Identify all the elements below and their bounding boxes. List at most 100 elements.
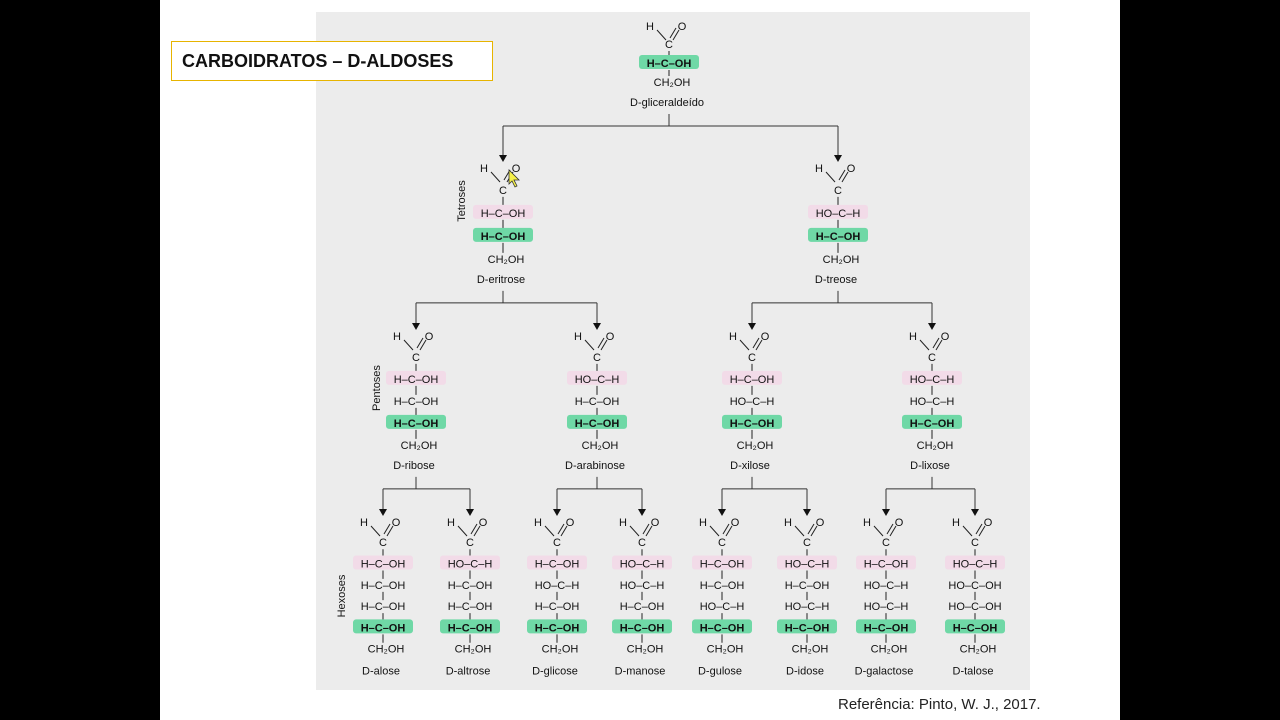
- arrow-head: [928, 323, 936, 330]
- highlight-new-carbon: [440, 555, 500, 570]
- carbonyl-carbon: C: [718, 537, 726, 549]
- stereocenter-row: H–C–OH: [575, 396, 620, 408]
- aldehyde-o: O: [678, 21, 687, 33]
- ch2oh-group: CH₂OH: [823, 254, 860, 266]
- carbonyl-carbon: C: [593, 352, 601, 364]
- highlight-new-carbon: [612, 555, 672, 570]
- stereocenter-row: H–C–OH: [620, 601, 665, 613]
- aldehyde-h: H: [534, 517, 542, 529]
- highlight-configuration-carbon: [945, 619, 1005, 634]
- stereocenter-row: H–C–OH: [394, 418, 439, 430]
- highlight-configuration-carbon: [722, 414, 782, 429]
- carbonyl-carbon: C: [834, 185, 842, 197]
- stereocenter-row: HO–C–H: [700, 601, 745, 613]
- sugar-name-ribose: D-ribose: [393, 460, 435, 472]
- sugar-name-treose: D-treose: [815, 274, 857, 286]
- highlight-new-carbon: [473, 204, 533, 219]
- stereocenter-row: HO–C–H: [816, 208, 861, 220]
- aldehyde-o: O: [566, 517, 575, 529]
- stereocenter-row: HO–C–OH: [948, 601, 1001, 613]
- stereocenter-row: HO–C–H: [864, 580, 909, 592]
- carbonyl-carbon: C: [379, 537, 387, 549]
- ch2oh-group: CH₂OH: [871, 644, 908, 656]
- aldehyde-h: H: [729, 331, 737, 343]
- branch-ribose: [379, 476, 474, 516]
- category-label-pentoses: Pentoses: [371, 365, 383, 411]
- arrow-head: [638, 509, 646, 516]
- stereocenter-row: HO–C–H: [535, 580, 580, 592]
- aldehyde-h: H: [360, 517, 368, 529]
- carbonyl-carbon: C: [638, 537, 646, 549]
- arrow-head: [466, 509, 474, 516]
- stereocenter-row: HO–C–H: [953, 559, 998, 571]
- aldehyde-h: H: [574, 331, 582, 343]
- highlight-new-carbon: [567, 370, 627, 385]
- highlight-new-carbon: [777, 555, 837, 570]
- carbonyl-carbon: C: [466, 537, 474, 549]
- sugar-name-gliceraldeido: D-gliceraldeído: [630, 97, 704, 109]
- ch2oh-group: CH₂OH: [368, 644, 405, 656]
- arrow-head: [971, 509, 979, 516]
- sugar-name-alose: D-alose: [362, 666, 400, 678]
- aldehyde-o: O: [392, 517, 401, 529]
- sugar-name-lixose: D-lixose: [910, 460, 950, 472]
- carbonyl-carbon: C: [499, 185, 507, 197]
- stereocenter-row: H–C–OH: [361, 622, 406, 634]
- branch-gliceraldeido: [499, 114, 842, 162]
- sugar-name-eritrose: D-eritrose: [477, 274, 525, 286]
- aldehyde-o: O: [941, 331, 950, 343]
- carbonyl-carbon: C: [928, 352, 936, 364]
- stereocenter-row: H–C–OH: [394, 374, 439, 386]
- carbonyl-carbon: C: [748, 352, 756, 364]
- aldehyde-o: O: [984, 517, 993, 529]
- highlight-configuration-carbon: [527, 619, 587, 634]
- arrow-head: [718, 509, 726, 516]
- highlight-new-carbon: [945, 555, 1005, 570]
- stereocenter-row: HO–C–H: [730, 396, 775, 408]
- stereocenter-row: H–C–OH: [730, 374, 775, 386]
- aldehyde-o: O: [847, 163, 856, 175]
- carbonyl-carbon: C: [665, 39, 673, 51]
- stereocenter-row: HO–C–H: [620, 559, 665, 571]
- stereocenter-row: HO–C–H: [448, 559, 493, 571]
- mouse-cursor-icon: [508, 169, 520, 188]
- stereocenter-row: H–C–OH: [700, 622, 745, 634]
- reference-text: Referência: Pinto, W. J., 2017.: [838, 696, 1041, 713]
- ch2oh-group: CH₂OH: [707, 644, 744, 656]
- stereocenter-row: HO–C–H: [620, 580, 665, 592]
- carbonyl-carbon: C: [412, 352, 420, 364]
- carbonyl-carbon: C: [971, 537, 979, 549]
- stereocenter-row: HO–C–H: [910, 374, 955, 386]
- arrow-head: [882, 509, 890, 516]
- aldehyde-o: O: [895, 517, 904, 529]
- ch2oh-group: CH₂OH: [582, 440, 619, 452]
- highlight-new-carbon: [527, 555, 587, 570]
- sugar-name-manose: D-manose: [615, 666, 666, 678]
- aldehyde-o: O: [425, 331, 434, 343]
- stereocenter-row: H–C–OH: [535, 622, 580, 634]
- branch-eritrose: [412, 290, 601, 330]
- highlight-configuration-carbon: [440, 619, 500, 634]
- highlight-configuration-carbon: [692, 619, 752, 634]
- branch-arabinose: [553, 476, 646, 516]
- aldehyde-o: O: [651, 517, 660, 529]
- highlight-new-carbon: [856, 555, 916, 570]
- stereocenter-row: H–C–OH: [448, 622, 493, 634]
- aldehyde-h: H: [815, 163, 823, 175]
- stereocenter-row: HO–C–H: [864, 601, 909, 613]
- aldehyde-h: H: [646, 21, 654, 33]
- stereocenter-row: H–C–OH: [700, 580, 745, 592]
- slide-title: CARBOIDRATOS – D-ALDOSES: [171, 41, 493, 81]
- stereocenter-row: H–C–OH: [864, 559, 909, 571]
- aldehyde-h: H: [480, 163, 488, 175]
- stereocenter-row: H–C–OH: [481, 208, 526, 220]
- arrow-head: [593, 323, 601, 330]
